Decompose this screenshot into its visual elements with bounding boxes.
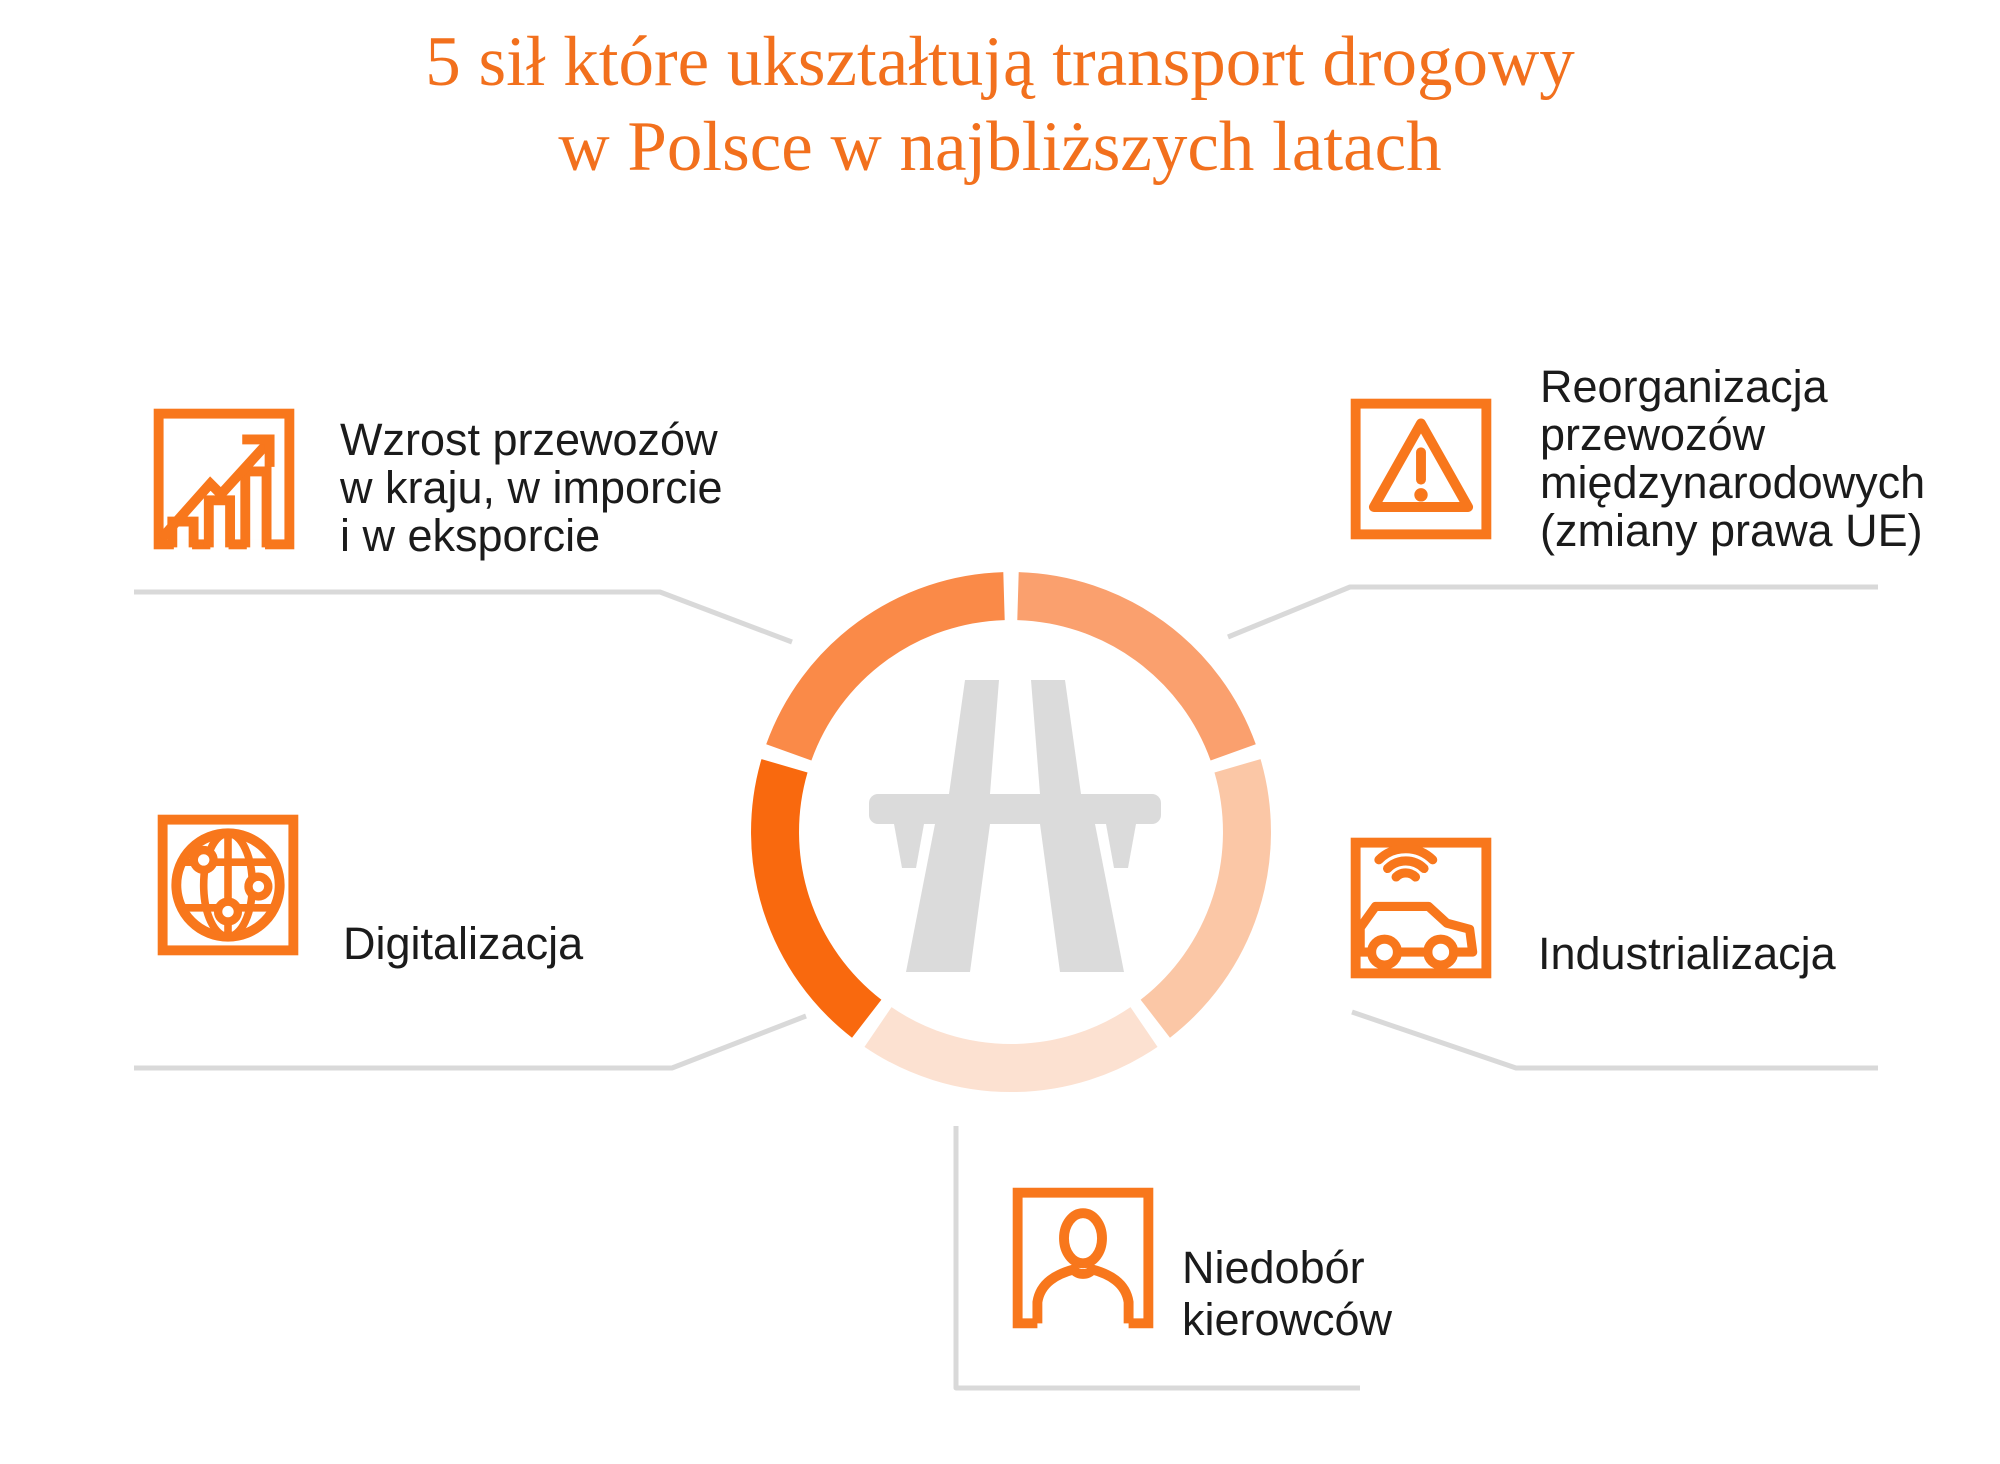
page-title-line1: 5 sił które ukształtują transport drogow… [425, 23, 1575, 101]
label-line: Niedobór [1182, 1242, 1365, 1293]
connector-line-top-right [1227, 584, 1878, 640]
ring-segment-wzrost-przewozow [766, 572, 1006, 761]
label-line: Digitalizacja [343, 918, 584, 969]
warning-triangle-icon [1350, 398, 1492, 540]
forces-donut-ring [751, 572, 1271, 1092]
connector-line-bottom [953, 1126, 1360, 1391]
connector-line-right [1351, 1009, 1878, 1071]
connected-car-icon [1350, 837, 1492, 979]
label-line: Wzrost przewozów [340, 414, 718, 465]
globe-network-icon [157, 814, 299, 956]
label-line: Reorganizacja [1540, 361, 1828, 412]
label-line: przewozów [1540, 409, 1766, 460]
label-line: i w eksporcie [340, 510, 601, 561]
connector-line-left [134, 1013, 807, 1071]
label-line: kierowców [1182, 1294, 1393, 1345]
ring-segment-digitalizacja [751, 759, 882, 1038]
label-line: Industrializacja [1538, 928, 1836, 979]
ring-segment-reorganizacja-przewozow [1016, 572, 1256, 761]
ring-segment-industrializacja [1140, 759, 1271, 1038]
driver-icon [1012, 1187, 1154, 1329]
page-title-line2: w Polsce w najbliższych latach [558, 108, 1442, 186]
label-digitalizacja: Digitalizacja [343, 920, 583, 968]
page-title: 5 sił które ukształtują transport drogow… [0, 20, 2000, 190]
motorway-icon [869, 680, 1161, 972]
label-line: (zmiany prawa UE) [1540, 505, 1923, 556]
label-line: w kraju, w imporcie [340, 462, 723, 513]
label-reorganizacja-przewozow: Reorganizacja przewozów międzynarodowych… [1540, 363, 1925, 555]
connector-line-top-left [134, 589, 793, 645]
label-niedobor-kierowcow: Niedobór kierowców [1182, 1242, 1392, 1346]
growth-chart-icon [153, 408, 295, 550]
label-line: międzynarodowych [1540, 457, 1926, 508]
label-industrializacja: Industrializacja [1538, 930, 1836, 978]
ring-segment-niedobor-kierowcow [864, 1006, 1158, 1092]
label-wzrost-przewozow: Wzrost przewozów w kraju, w imporcie i w… [340, 416, 723, 560]
